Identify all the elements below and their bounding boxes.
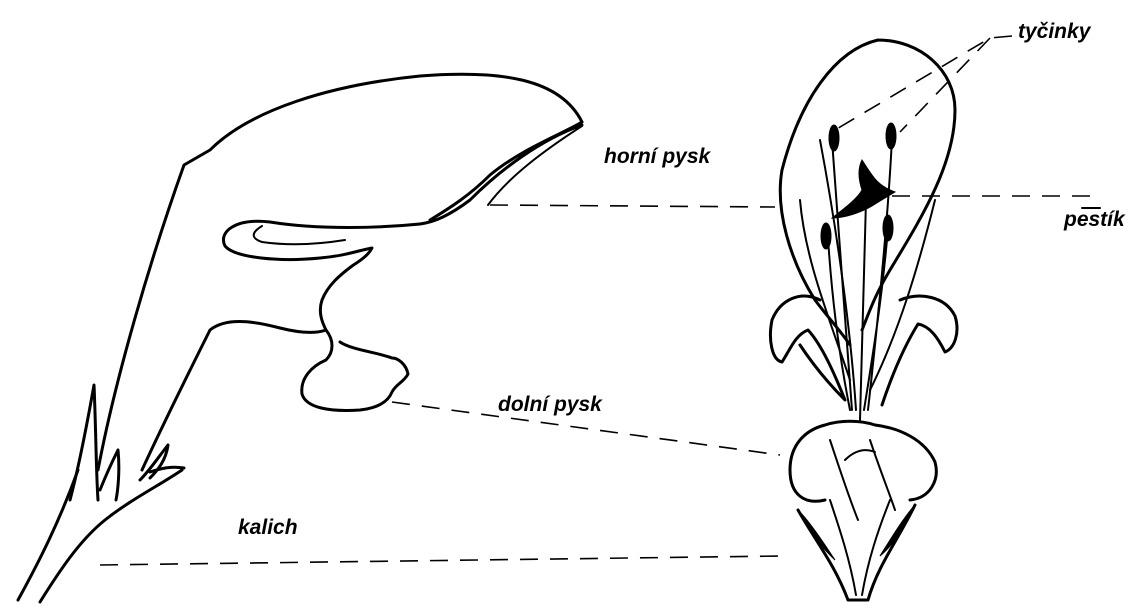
side-view-flower: [18, 74, 582, 602]
front-right-lobe: [882, 296, 957, 405]
leader-upper-lip: [490, 205, 775, 207]
front-pistil-stigma: [832, 160, 895, 218]
front-pistil-style: [860, 200, 866, 420]
side-calyx-teeth: [70, 385, 184, 500]
side-lower-lip: [302, 330, 408, 410]
label-pistil: pestík: [1064, 208, 1125, 232]
front-anther-2: [886, 123, 896, 149]
front-view-flower: [770, 40, 956, 600]
label-stamens: tyčinky: [1018, 20, 1090, 44]
side-tube-front: [142, 322, 326, 471]
front-anther-3: [821, 223, 831, 249]
leader-calyx: [100, 556, 780, 565]
front-calyx: [798, 505, 915, 600]
side-mid-fold: [223, 221, 420, 330]
label-calyx: kalich: [238, 516, 298, 540]
front-anther-4: [883, 215, 893, 241]
label-upper-lip: horní pysk: [604, 145, 710, 169]
side-upper-lip: [420, 122, 582, 224]
front-calyx-teeth: [800, 506, 914, 560]
front-anther-1: [829, 125, 839, 151]
front-lower-lip: [790, 421, 936, 501]
label-lower-lip: dolní pysk: [498, 393, 602, 417]
leader-lines: [100, 36, 1100, 565]
front-lower-lip-inner: [830, 440, 895, 520]
leader-stamens: [835, 36, 1012, 132]
